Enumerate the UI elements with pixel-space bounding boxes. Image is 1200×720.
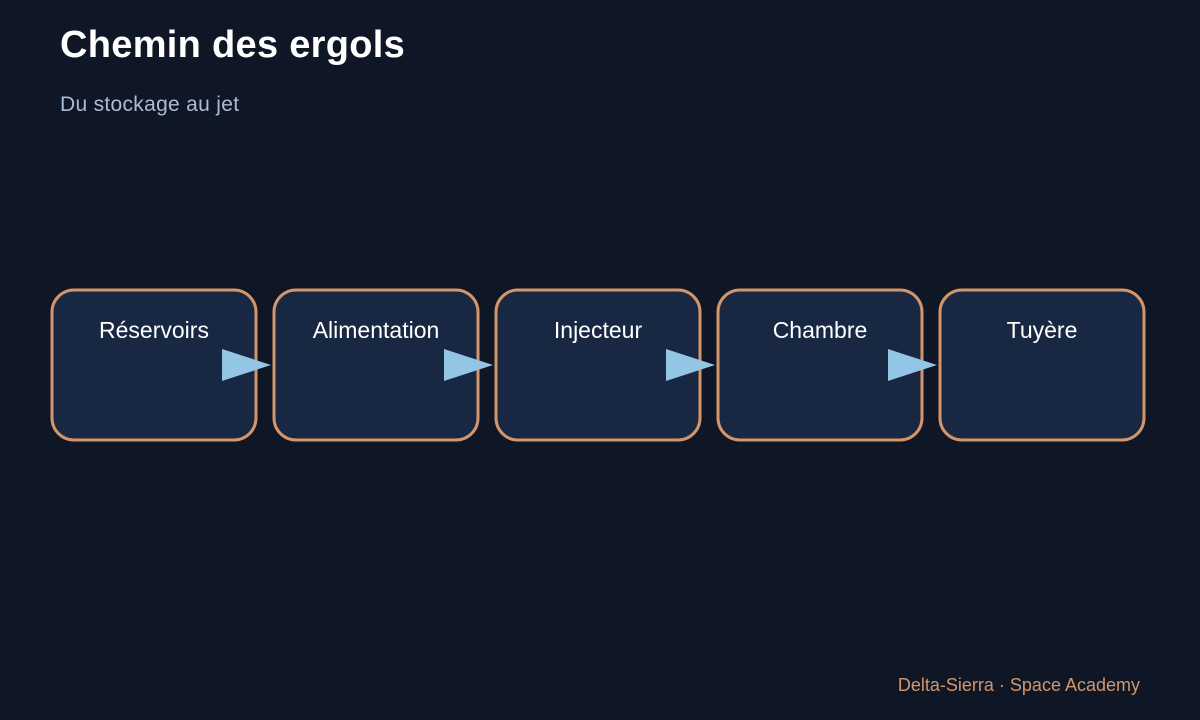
flow-arrow-icon bbox=[666, 349, 715, 381]
page-title: Chemin des ergols bbox=[60, 24, 406, 66]
step-alimentation: Alimentation bbox=[272, 288, 480, 442]
step-reservoirs: Réservoirs bbox=[50, 288, 258, 442]
step-label: Tuyère bbox=[1007, 317, 1078, 343]
flow-arrow-icon bbox=[888, 349, 937, 381]
page-subtitle: Du stockage au jet bbox=[60, 93, 240, 116]
flow-arrow-icon bbox=[444, 349, 493, 381]
flow-arrow-icon bbox=[222, 349, 271, 381]
step-label: Alimentation bbox=[313, 317, 440, 343]
step-tuyere: Tuyère bbox=[938, 288, 1146, 442]
step-label: Chambre bbox=[773, 317, 868, 343]
footer-credit: Delta-Sierra · Space Academy bbox=[897, 675, 1140, 695]
step-label: Injecteur bbox=[554, 317, 643, 343]
step-injecteur: Injecteur bbox=[494, 288, 702, 442]
step-label: Réservoirs bbox=[99, 317, 209, 343]
step-box bbox=[938, 288, 1146, 442]
